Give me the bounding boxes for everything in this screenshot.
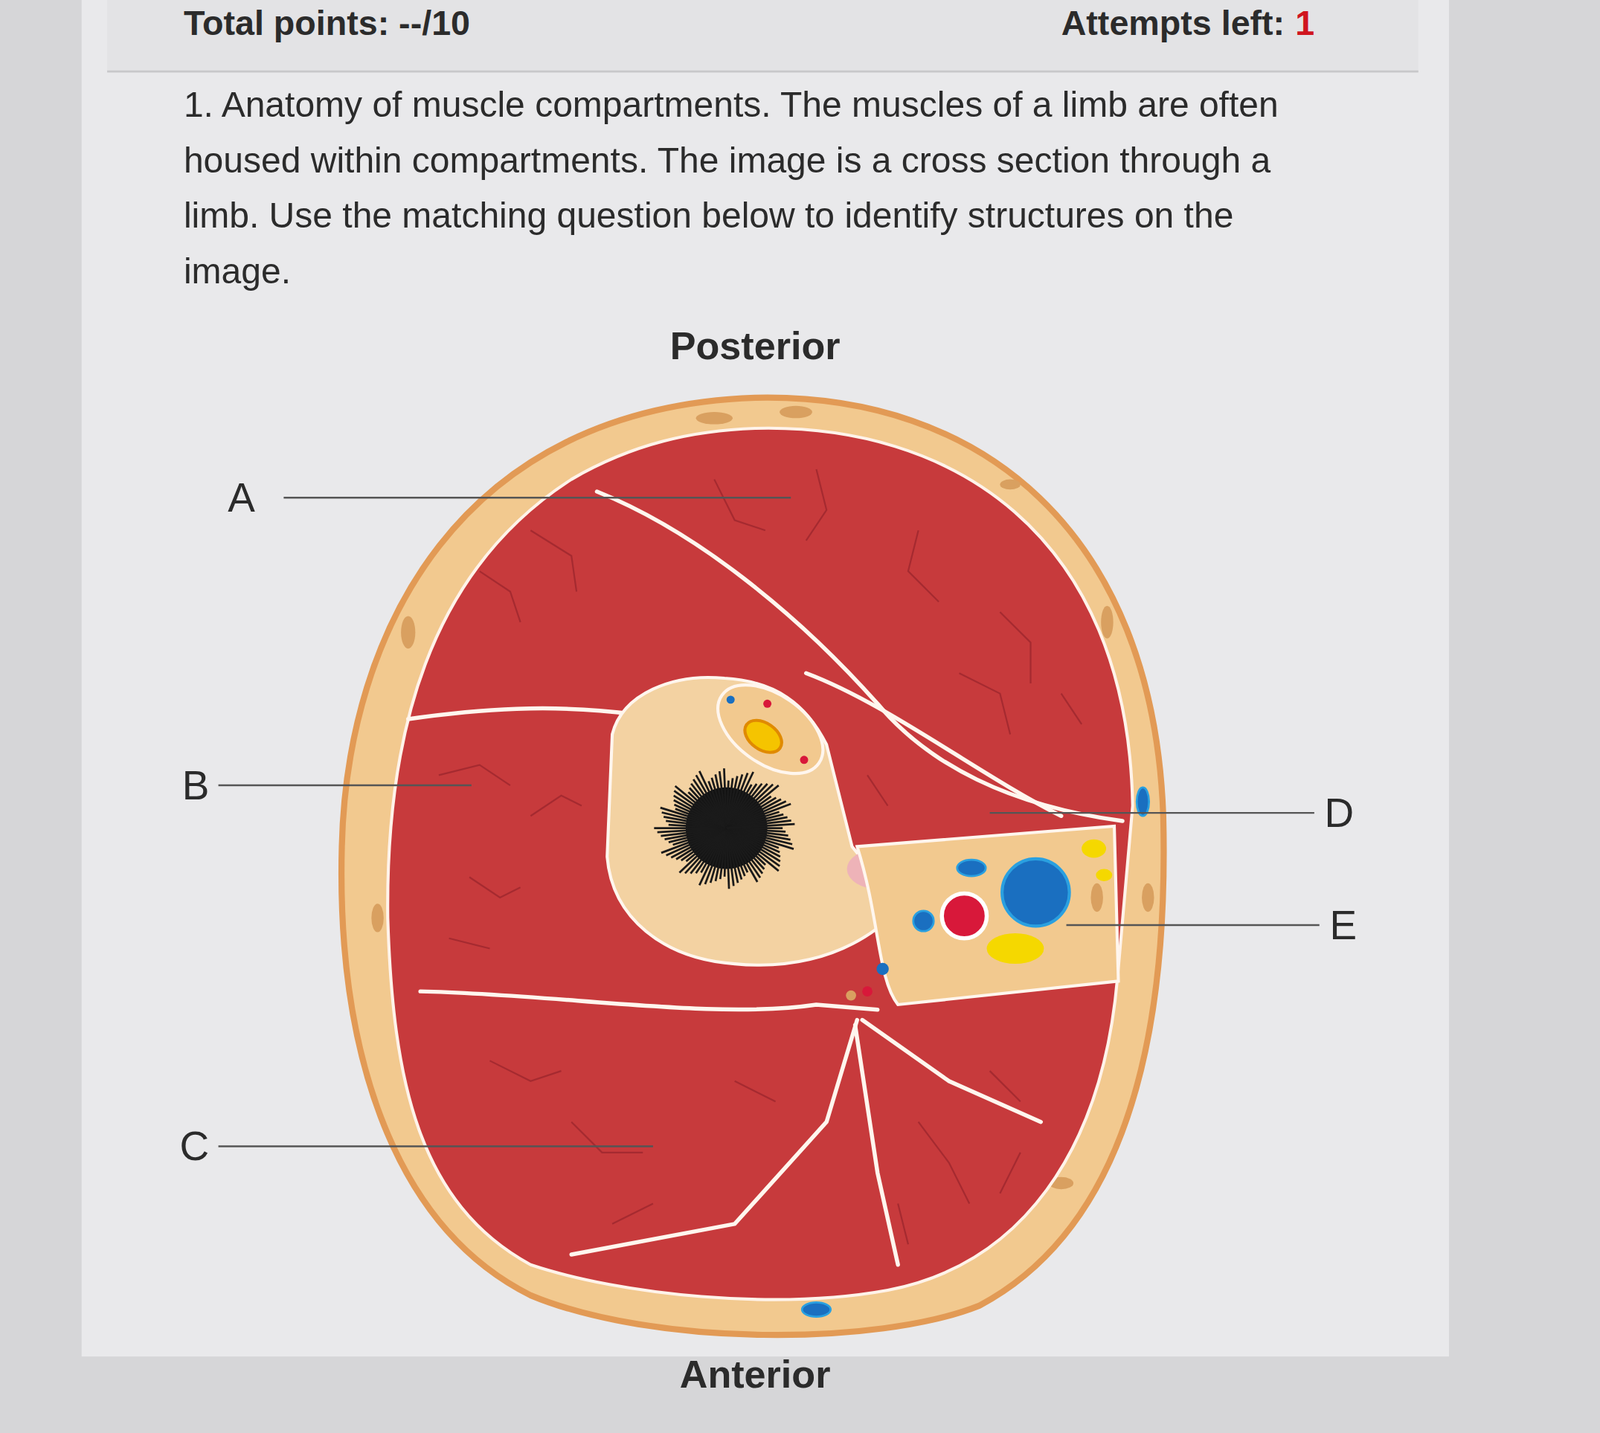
illustration-part <box>420 991 878 1011</box>
marrow-ray <box>699 771 726 829</box>
illustration-part <box>530 530 577 592</box>
leader-line-a <box>283 496 791 499</box>
illustration-part <box>438 765 511 786</box>
muscle-mass <box>387 428 1133 1301</box>
illustration-part <box>918 1122 970 1205</box>
nerve-branch <box>1095 869 1113 882</box>
illustration-part <box>862 1020 1041 1123</box>
question-panel <box>81 0 1450 1357</box>
femoral-triangle <box>856 826 1118 1005</box>
illustration-part <box>1100 606 1113 639</box>
leader-lines <box>218 497 1320 1147</box>
saphenous-nerve <box>1081 839 1107 859</box>
illustration-part <box>779 406 813 419</box>
illustration-part <box>408 708 634 720</box>
illustration-part <box>801 1302 831 1317</box>
header-bar <box>107 0 1419 72</box>
marrow-ray <box>726 824 796 828</box>
illustration-part <box>571 1020 857 1255</box>
illustration-part <box>449 938 491 950</box>
femoral-nerve <box>987 933 1045 965</box>
femoral-artery <box>941 893 987 938</box>
orientation-label: Anterior <box>679 1353 831 1398</box>
illustration-part <box>1141 883 1154 912</box>
leader-line-b <box>218 784 472 787</box>
illustration-part <box>908 530 939 602</box>
skin-fat-layer <box>341 397 1164 1336</box>
attempts-count: 1 <box>1295 3 1315 44</box>
attempts-text: Attempts left: <box>1061 3 1285 44</box>
header-rule <box>107 70 1419 73</box>
illustration-part <box>999 479 1020 491</box>
small-vessel <box>845 990 857 1002</box>
illustration-part <box>897 1203 909 1245</box>
leader-line-d <box>990 812 1315 814</box>
illustration-part <box>990 1071 1021 1102</box>
illustration-part <box>400 615 416 649</box>
callout-letter: B <box>182 762 210 810</box>
callout-letter: D <box>1324 789 1355 837</box>
leader-line-e <box>1066 924 1320 927</box>
illustration-part <box>612 1203 654 1224</box>
illustration-part <box>1136 787 1149 816</box>
small-artery <box>763 699 772 709</box>
illustration-part <box>530 795 582 816</box>
sciatic-bundle <box>702 667 840 793</box>
illustration-part <box>855 1025 899 1265</box>
fascial-septa <box>408 491 1123 1266</box>
illustration-part <box>469 877 521 898</box>
illustration-part <box>867 775 888 806</box>
illustration-part <box>696 412 733 424</box>
illustration-part <box>999 612 1031 684</box>
score-text: Total points: --/10 <box>183 3 471 44</box>
callout-letter: C <box>180 1123 210 1171</box>
marrow-cavity <box>653 768 795 889</box>
small-artery <box>862 986 873 997</box>
callout-letter: E <box>1329 902 1357 950</box>
illustration-part <box>999 1152 1020 1194</box>
illustration-part <box>806 673 1062 816</box>
fat-lobule <box>1090 883 1103 912</box>
femoral-vein <box>1001 859 1070 927</box>
small-artery <box>800 755 809 764</box>
illustration-part <box>959 673 1011 735</box>
question-text: 1. Anatomy of muscle compartments. The m… <box>183 77 1322 300</box>
orientation-label: Posterior <box>670 324 841 369</box>
illustration-part <box>371 903 384 933</box>
illustration-part <box>571 1122 643 1153</box>
small-vein <box>913 911 934 932</box>
illustration-part <box>479 571 521 623</box>
illustration-part <box>714 479 766 532</box>
small-vein <box>876 963 889 976</box>
small-vein <box>726 695 735 704</box>
illustration-part <box>489 1060 561 1081</box>
sciatic-nerve <box>738 714 787 760</box>
callout-letter: A <box>227 474 256 522</box>
small-vein <box>957 859 986 877</box>
leader-line-c <box>218 1145 654 1148</box>
illustration-part <box>1061 694 1082 725</box>
illustration-part <box>734 1081 776 1102</box>
illustration-part <box>806 469 827 541</box>
